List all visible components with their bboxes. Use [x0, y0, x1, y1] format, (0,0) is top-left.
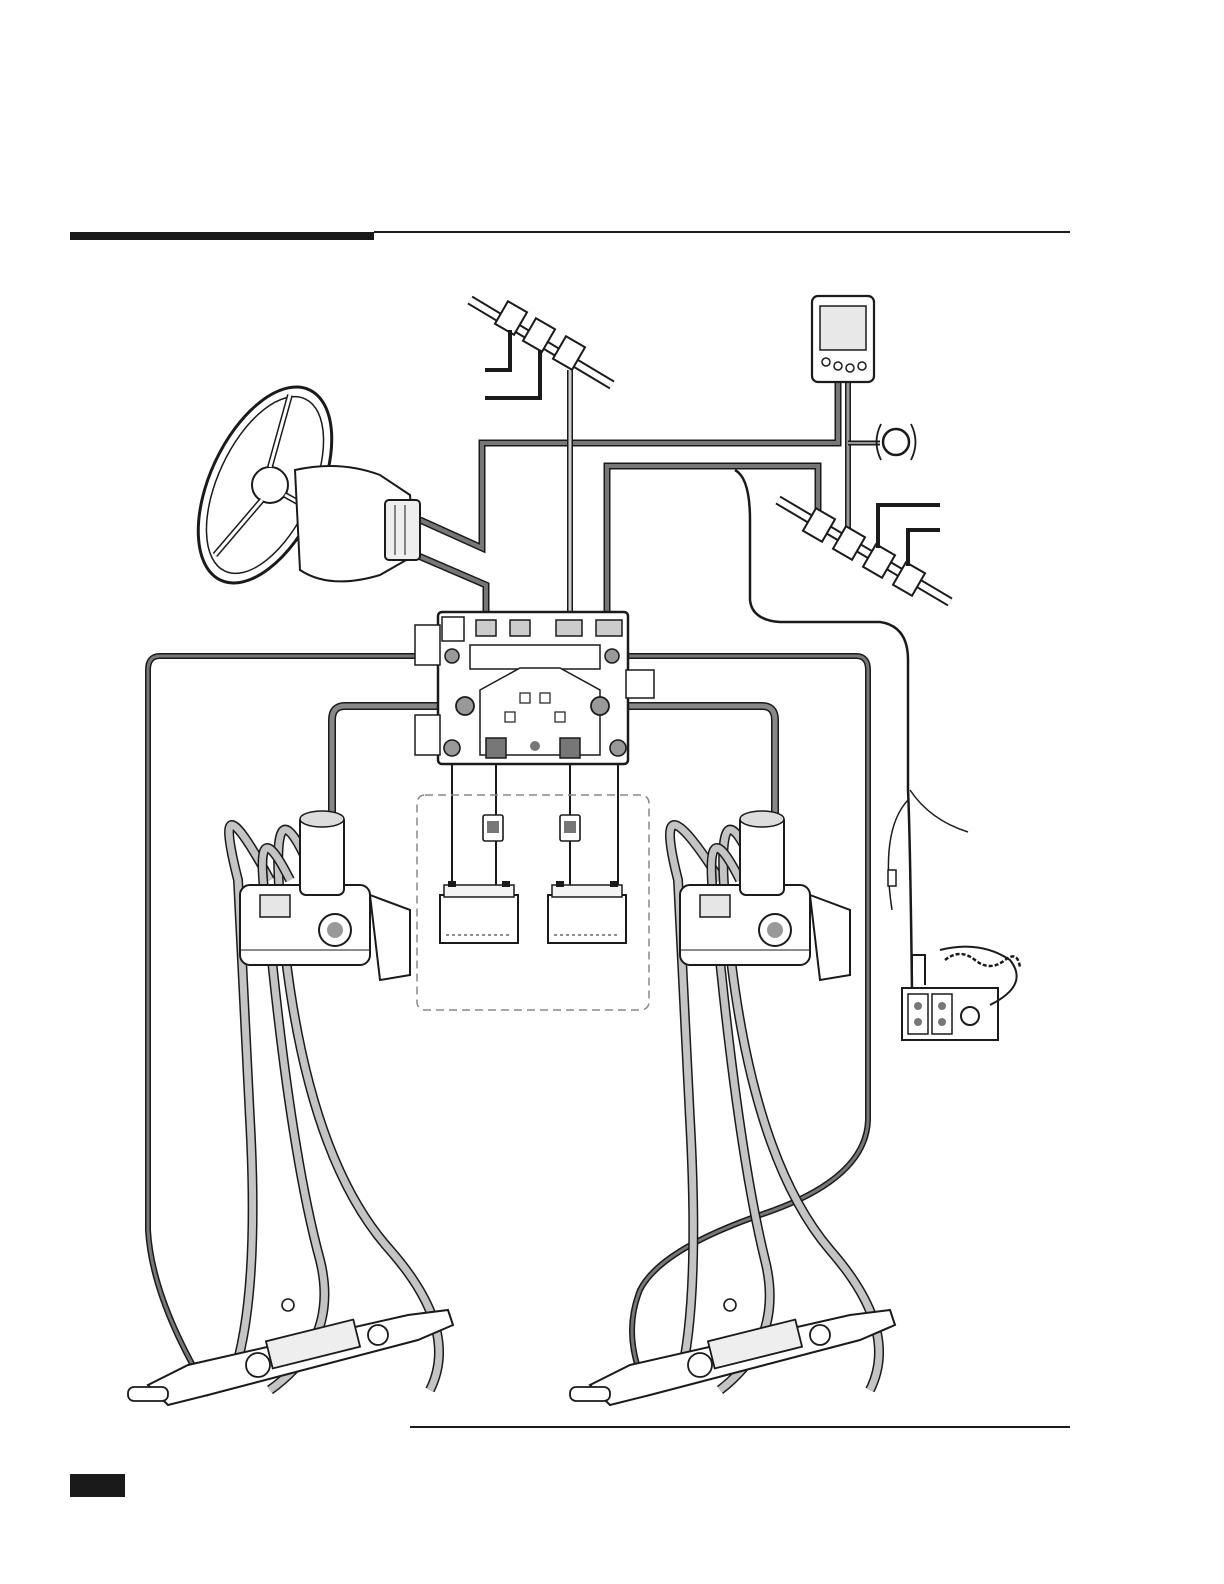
display-icon — [812, 296, 874, 382]
backbone-right-icon — [778, 500, 950, 602]
pump-unit-left-icon — [240, 811, 410, 980]
helm-pump-icon — [295, 466, 420, 581]
sensor-icon — [877, 424, 916, 460]
pump-unit-right-icon — [680, 811, 850, 980]
breaker-right-icon — [560, 815, 580, 841]
footer-rule — [410, 1426, 1070, 1428]
battery-left-icon — [440, 881, 518, 943]
control-to-backbone-cable — [607, 466, 818, 628]
key-switch-icon — [902, 947, 1020, 1040]
battery-right-icon — [548, 881, 626, 943]
battery-wires — [452, 760, 618, 892]
backbone-top-icon — [470, 300, 612, 398]
cylinder-left-icon — [128, 1299, 453, 1405]
breaker-left-icon — [483, 815, 503, 841]
page-number-tab — [70, 1474, 125, 1497]
control-unit-icon — [415, 612, 654, 764]
cylinder-right-icon — [570, 1299, 895, 1405]
